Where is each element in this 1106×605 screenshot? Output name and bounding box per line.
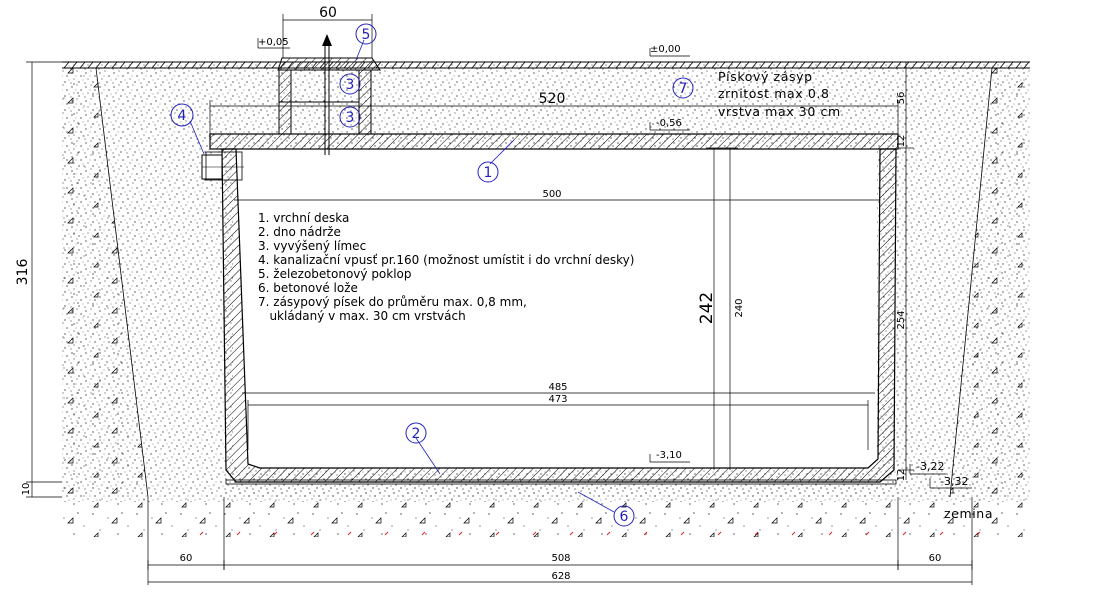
red-mark <box>347 531 352 536</box>
legend-item-1: 1. vrchní deska <box>258 211 349 225</box>
red-mark <box>791 531 796 536</box>
dim-width-473: 473 <box>548 394 567 405</box>
dim-side-12: 12 <box>896 135 907 148</box>
callout-2: 2 <box>412 426 421 442</box>
dim-bottom-508: 508 <box>551 553 570 564</box>
dim-bed-level: -3,32 <box>940 475 968 488</box>
dim-bottom-628: 628 <box>551 571 570 582</box>
callout-5: 5 <box>362 27 371 43</box>
legend-item-4: 4. kanalizační vpusť pr.160 (možnost umí… <box>258 253 634 267</box>
red-mark <box>495 531 500 536</box>
sand-label: Pískový zásyp zrnitost max 0.8 vrstva ma… <box>718 69 841 119</box>
red-mark <box>902 531 907 536</box>
callout-7: 7 <box>679 81 688 97</box>
callout-circles <box>170 23 694 527</box>
soil-red-marks <box>199 531 981 536</box>
dim-side-12-bottom: 12 <box>896 469 907 482</box>
callout-6: 6 <box>620 509 629 525</box>
callout-3-lower: 3 <box>346 110 355 126</box>
legend-item-7: 7. zásypový písek do průměru max. 0,8 mm… <box>258 295 527 309</box>
dim-top-60: 60 <box>319 5 337 21</box>
dim-width-485: 485 <box>548 382 567 393</box>
dim-ground-level: ±0,00 <box>650 44 681 55</box>
dim-height-240: 240 <box>734 298 745 317</box>
red-mark <box>458 531 463 536</box>
dim-inner-500: 500 <box>542 189 561 200</box>
soil-label: zemina <box>944 506 993 521</box>
red-mark <box>680 531 685 536</box>
red-mark <box>939 531 944 536</box>
tank-section <box>201 34 899 485</box>
red-mark <box>643 531 648 536</box>
red-mark <box>828 531 833 536</box>
dim-height-316: 316 <box>15 259 31 286</box>
dim-cover-level: +0,05 <box>258 37 289 48</box>
dim-height-242: 242 <box>697 292 717 324</box>
dim-bottom-level: -3,10 <box>656 450 682 461</box>
red-mark <box>532 531 537 536</box>
red-mark <box>273 531 278 536</box>
legend-item-5: 5. železobetonový poklop <box>258 267 412 281</box>
dim-side-56: 56 <box>896 92 907 105</box>
red-mark <box>236 531 241 536</box>
dim-bottom-60-left: 60 <box>180 553 193 564</box>
dimension-lines <box>26 14 973 585</box>
red-mark <box>754 531 759 536</box>
callout-4: 4 <box>178 108 187 124</box>
red-mark <box>717 531 722 536</box>
dimension-texts: 60 +0,05 ±0,00 520 -0,56 500 485 473 -3,… <box>15 5 968 582</box>
sand-label-line3: vrstva max 30 cm <box>718 104 841 119</box>
sand-label-line2: zrnitost max 0.8 <box>718 86 830 101</box>
dim-width-520: 520 <box>539 91 566 107</box>
sand-label-line1: Pískový zásyp <box>718 69 813 84</box>
legend-item-3: 3. vyvýšený límec <box>258 239 366 253</box>
red-mark <box>865 531 870 536</box>
red-mark <box>606 531 611 536</box>
ground-line <box>62 61 1030 498</box>
dim-top-level: -0,56 <box>656 118 682 129</box>
legend-item-6: 6. betonové lože <box>258 281 358 295</box>
ground-hatch <box>63 61 1030 69</box>
dim-bed-10: 10 <box>21 483 32 496</box>
red-mark <box>384 531 389 536</box>
callout-numbers: 4 5 3 3 1 2 6 7 <box>178 27 688 525</box>
red-mark <box>199 531 204 536</box>
legend-item-7-cont: ukládaný v max. 30 cm vrstvách <box>258 309 466 323</box>
legend-item-2: 2. dno nádrže <box>258 225 341 239</box>
callout-1: 1 <box>484 165 493 181</box>
red-mark <box>310 531 315 536</box>
red-mark <box>976 531 981 536</box>
callout-3-upper: 3 <box>346 77 355 93</box>
red-mark <box>421 531 426 536</box>
dim-height-254: 254 <box>896 310 907 329</box>
dim-bottom-60-right: 60 <box>929 553 942 564</box>
legend: 1. vrchní deska 2. dno nádrže 3. vyvýšen… <box>258 211 634 323</box>
dim-base-level: -3,22 <box>916 460 944 473</box>
red-mark <box>569 531 574 536</box>
